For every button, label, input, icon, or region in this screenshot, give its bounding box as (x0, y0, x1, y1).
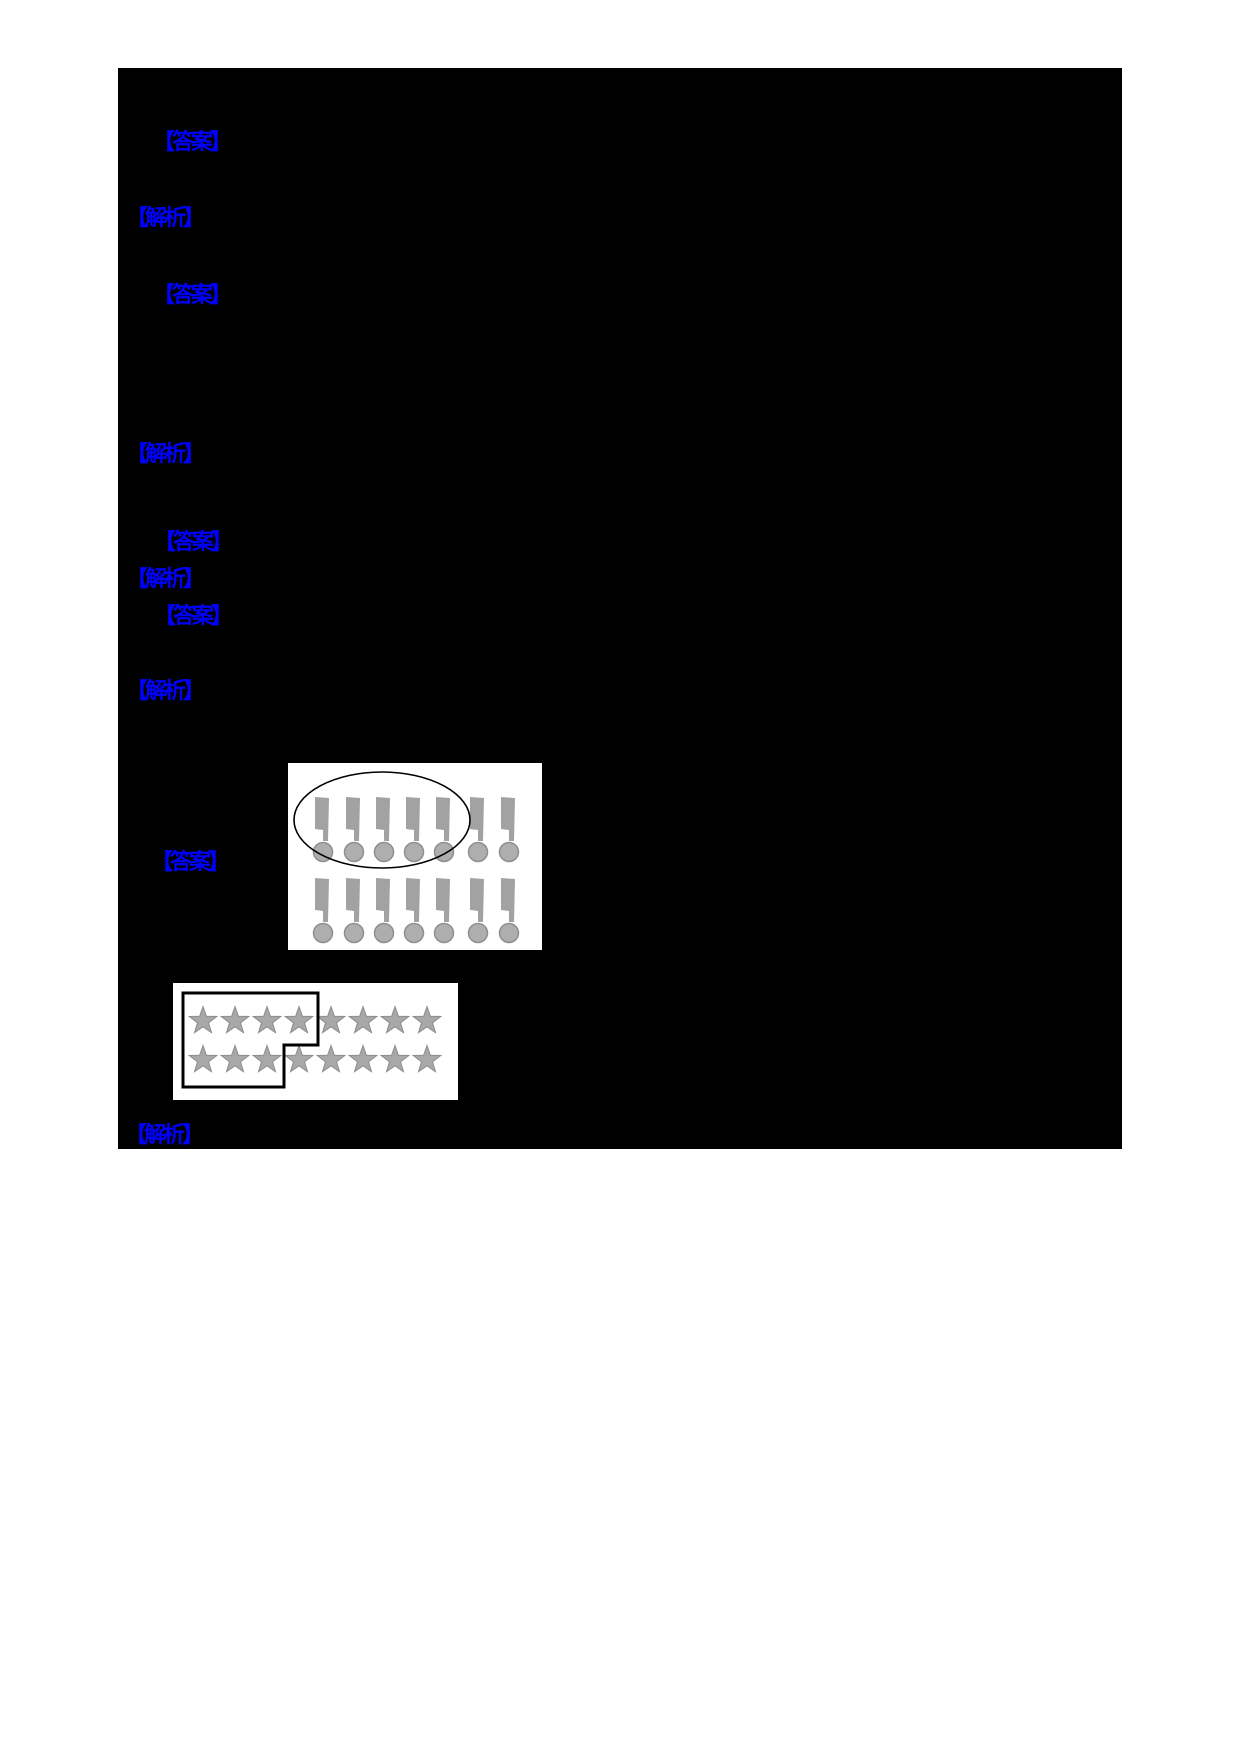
star-icon (187, 1004, 219, 1034)
knife-icon (373, 797, 395, 863)
analysis-label-3: 【解析】 (126, 567, 205, 592)
knife-icon (498, 878, 520, 944)
star-icon (283, 1004, 315, 1034)
analysis-label-4: 【解析】 (126, 679, 205, 704)
answer-label-1: 【答案】 (153, 130, 232, 155)
stars-figure-image (173, 983, 458, 1100)
analysis-label-2: 【解析】 (126, 442, 205, 467)
star-icon (379, 1043, 411, 1073)
content-background (118, 68, 1122, 1149)
star-icon (251, 1004, 283, 1034)
star-icon (219, 1043, 251, 1073)
knife-icon (373, 878, 395, 944)
knife-icon (433, 878, 455, 944)
answer-label-3: 【答案】 (154, 530, 233, 555)
knife-icon (312, 797, 334, 863)
star-icon (283, 1043, 315, 1073)
answer-label-2: 【答案】 (153, 283, 232, 308)
star-icon (315, 1043, 347, 1073)
star-icon (219, 1004, 251, 1034)
knives-figure-image (288, 763, 542, 950)
circled-group-ellipse (293, 771, 471, 869)
knife-icon (467, 878, 489, 944)
knives-figure-svg (293, 771, 520, 944)
star-icon (187, 1043, 219, 1073)
star-icon (411, 1004, 443, 1034)
star-icon (251, 1043, 283, 1073)
answer-label-4: 【答案】 (154, 604, 233, 629)
knife-icon (433, 797, 455, 863)
star-icon (347, 1043, 379, 1073)
star-icon (347, 1004, 379, 1034)
stars-figure-svg (181, 991, 443, 1089)
boxed-group-outline (181, 991, 320, 1089)
star-icon (411, 1043, 443, 1073)
star-icon (315, 1004, 347, 1034)
knife-icon (403, 797, 425, 863)
analysis-label-1: 【解析】 (126, 206, 205, 231)
knife-icon (498, 797, 520, 863)
knife-icon (343, 878, 365, 944)
knife-icon (343, 797, 365, 863)
knife-icon (403, 878, 425, 944)
star-icon (379, 1004, 411, 1034)
knife-icon (312, 878, 334, 944)
analysis-label-5: 【解析】 (125, 1123, 204, 1148)
knife-icon (467, 797, 489, 863)
answer-label-5: 【答案】 (151, 850, 230, 875)
